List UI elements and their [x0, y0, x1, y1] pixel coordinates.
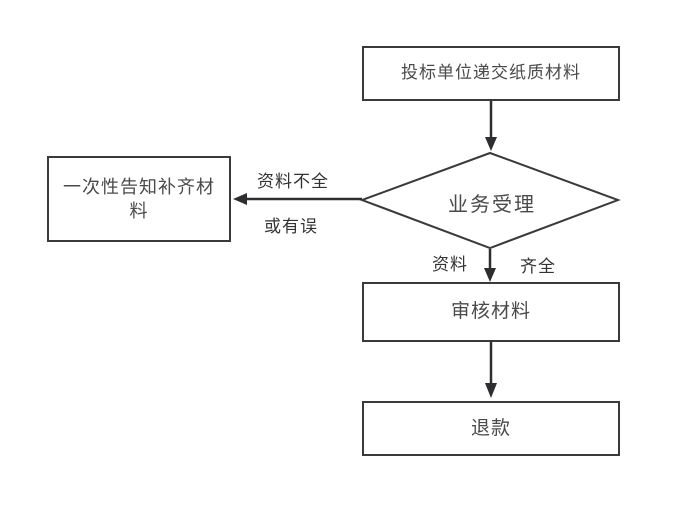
node-review-box: 审核材料	[362, 282, 620, 342]
edge-label-complete: 齐全	[520, 257, 556, 276]
edge-label-materials-incomplete: 资料不全	[257, 172, 329, 191]
edge-review-refund-arrowhead-icon	[485, 383, 497, 398]
node-notify-label: 一次性告知补齐材料	[63, 176, 215, 221]
edge-label-materials: 资料	[432, 255, 468, 274]
edge-label-or-erroneous: 或有误	[264, 217, 318, 236]
node-refund-box: 退款	[362, 401, 620, 456]
node-notify-box: 一次性告知补齐材料	[47, 156, 231, 242]
edge-decision-notify-arrowhead-icon	[233, 193, 247, 205]
node-submit-box: 投标单位递交纸质材料	[362, 46, 620, 101]
node-review-label: 审核材料	[450, 301, 531, 323]
node-submit-label: 投标单位递交纸质材料	[401, 63, 581, 83]
node-decision-label: 业务受理	[448, 194, 536, 216]
decision-diamond-shape	[359, 151, 621, 250]
node-refund-label: 退款	[470, 417, 511, 439]
edge-submit-decision-arrowhead-icon	[485, 137, 497, 151]
edge-decision-review-arrowhead-icon	[484, 268, 496, 282]
